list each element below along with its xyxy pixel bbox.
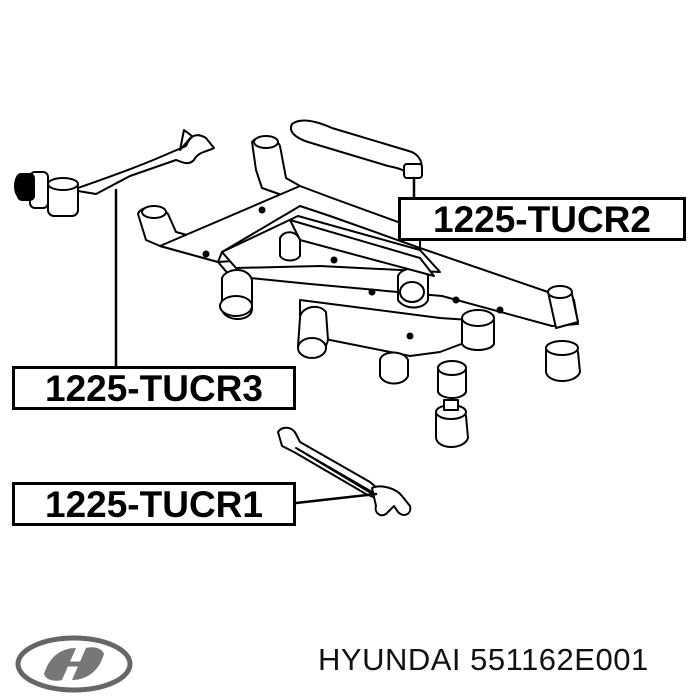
leader-line-tucr1 [294, 492, 378, 505]
upper-arm-tucr3 [14, 129, 215, 217]
loose-bushing-right [545, 340, 581, 382]
callout-tucr1: 1225-TUCR1 [12, 482, 296, 526]
hyundai-logo-icon [15, 635, 133, 693]
callout-tucr2: 1225-TUCR2 [398, 197, 686, 241]
footer-part-label: HYUNDAI 551162E001 [318, 642, 649, 678]
upper-arm-tucr2 [290, 119, 423, 179]
brand-name: HYUNDAI [318, 642, 462, 677]
leader-lines [114, 176, 416, 505]
subframe-body [137, 135, 579, 399]
loose-bushing-front [435, 399, 469, 448]
callout-tucr3: 1225-TUCR3 [12, 366, 296, 410]
part-number: 551162E001 [470, 642, 649, 677]
